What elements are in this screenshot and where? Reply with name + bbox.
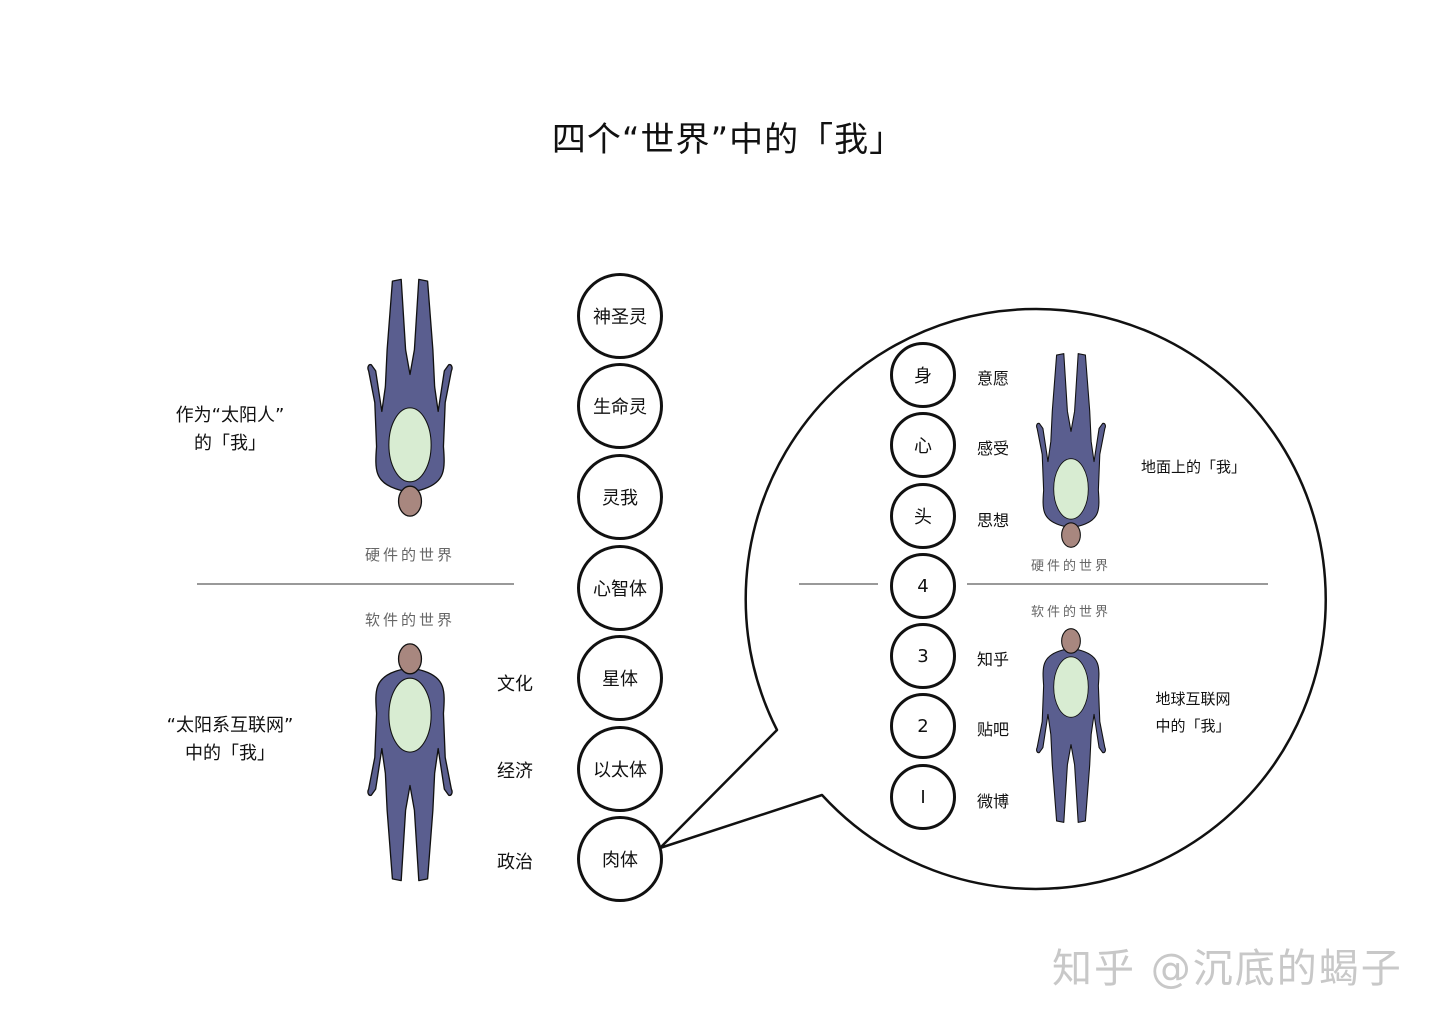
bubble-label-zhihu: 知乎 [977,650,1010,669]
side-label-culture: 文化 [497,674,533,695]
left-hardware-world-label: 硬件的世界 [364,546,455,564]
bubble-circle-heart: 心 [890,412,956,478]
bubble-label-weibo: 微博 [977,792,1010,811]
circle-spirit-man: 神圣灵 [577,273,663,359]
bubble-label-will: 意愿 [977,369,1010,388]
solar-internet-label: “太阳系互联网” 中的「我」 [166,715,294,764]
circle-physical-body: 肉体 [577,816,663,902]
watermark: 知乎 @沉底的蝎子 [1052,946,1403,992]
bubble-circle-3: 3 [890,623,956,689]
bubble-circle-4: 4 [890,553,956,619]
bubble-hardware-world-label: 硬件的世界 [1030,559,1111,574]
side-label-politics: 政治 [497,852,533,873]
ground-person-label: 地面上的「我」 [1141,458,1247,476]
circle-spirit-self: 灵我 [577,454,663,540]
bubble-software-world-label: 软件的世界 [1030,605,1111,620]
bubble-circle-head: 头 [890,483,956,549]
solar-person-label: 作为“太阳人” 的「我」 [175,405,285,454]
bubble-circle-body: 身 [890,342,956,408]
earth-internet-label: 地球互联网 中的「我」 [1155,690,1231,735]
bubble-label-thinking: 思想 [977,511,1010,530]
bubble-label-feeling: 感受 [977,439,1010,458]
solar-internet-figure [367,643,453,882]
left-software-world-label: 软件的世界 [364,611,455,629]
circle-life-spirit: 生命灵 [577,363,663,449]
solar-person-figure [367,278,453,517]
circle-etheric-body: 以太体 [577,726,663,812]
speech-bubble [658,307,1327,891]
circle-mental-body: 心智体 [577,545,663,631]
circle-astral-body: 星体 [577,635,663,721]
bubble-circle-1: I [890,764,956,830]
bubble-label-tieba: 贴吧 [977,720,1010,739]
bubble-circle-2: 2 [890,693,956,759]
side-label-economy: 经济 [497,761,533,782]
page-title: 四个“世界”中的「我」 [551,120,905,160]
